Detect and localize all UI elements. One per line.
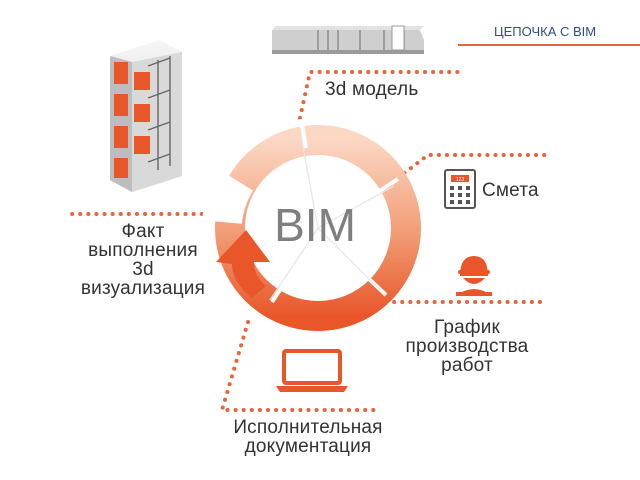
docs-line-1: Исполнительная xyxy=(233,417,383,438)
connector-docs xyxy=(219,320,380,412)
connector-model xyxy=(298,70,464,120)
docs-line-2: документация xyxy=(244,436,372,457)
stage-label-fact: Факт выполнения 3d визуализация xyxy=(62,222,224,298)
calculator-display: 123 xyxy=(456,177,465,183)
building-icon xyxy=(110,40,182,192)
fact-line-2: выполнения xyxy=(88,240,198,261)
calculator-icon xyxy=(444,169,476,209)
stage-label-schedule: График производства работ xyxy=(392,318,542,375)
slide-title: ЦЕПОЧКА С BIM xyxy=(494,24,597,39)
bim-center-label: BIM xyxy=(274,199,356,251)
laptop-icon xyxy=(276,349,348,392)
stage-label-docs: Исполнительная документация xyxy=(218,418,398,456)
3d-model-icon xyxy=(272,25,424,54)
dotted-connectors xyxy=(64,70,547,412)
schedule-line-2: производства xyxy=(405,336,529,357)
cycle-arrow-icon xyxy=(216,230,270,298)
schedule-line-3: работ xyxy=(441,355,493,376)
fact-line-3: 3d xyxy=(132,259,154,280)
worker-icon xyxy=(456,256,492,296)
fact-line-4: визуализация xyxy=(80,278,206,299)
schedule-line-1: График xyxy=(433,317,501,338)
stage-label-estimate: Смета xyxy=(482,180,539,201)
fact-line-1: Факт xyxy=(121,221,165,242)
bim-ring xyxy=(202,118,421,331)
stage-label-3d-model: 3d модель xyxy=(325,79,419,100)
title-underline xyxy=(458,44,640,46)
